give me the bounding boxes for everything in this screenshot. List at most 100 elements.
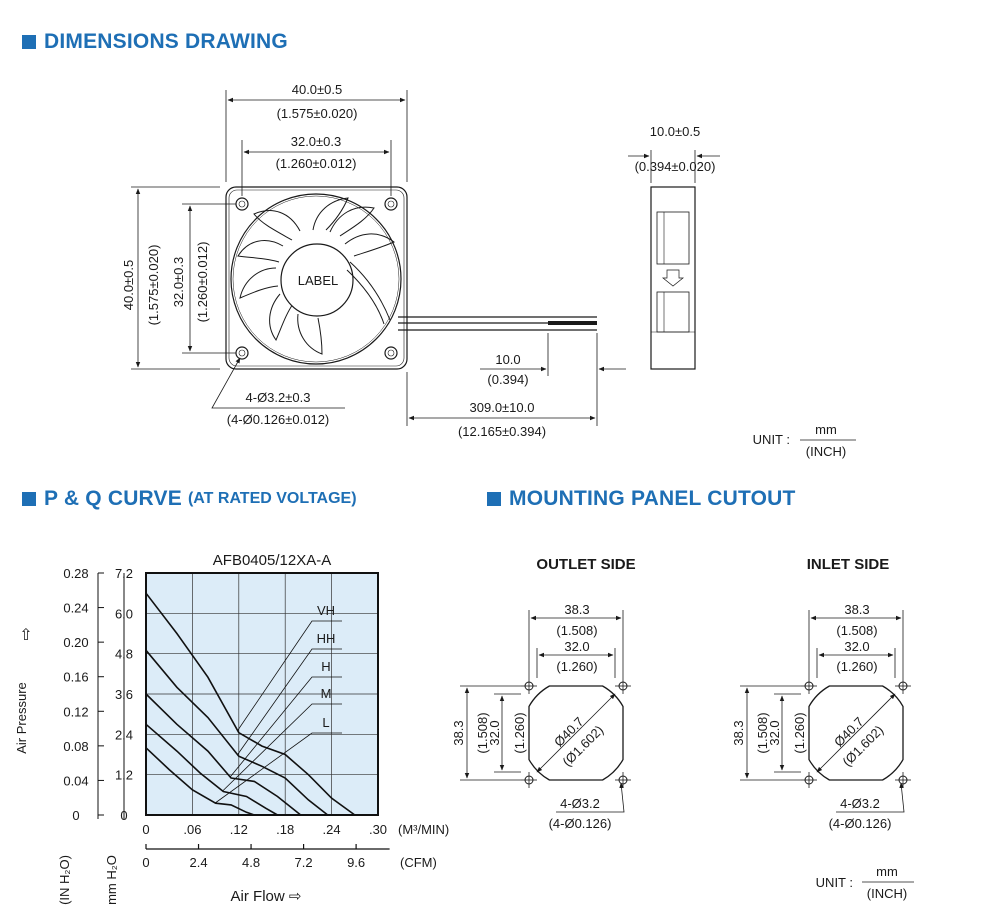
holes-label: 4-Ø3.2	[560, 796, 600, 811]
series-leader-line	[236, 620, 342, 732]
series-curve-hh	[145, 649, 329, 816]
height-inner-label: 32.0±0.3	[171, 257, 186, 308]
mount-hole-icon	[235, 197, 249, 211]
series-label-h: H	[321, 659, 330, 674]
series-curve-m	[145, 723, 278, 816]
heading-square-icon	[22, 492, 36, 506]
outer-dim-inch-label: (1.508)	[556, 623, 597, 638]
outlet-title: OUTLET SIDE	[536, 556, 635, 573]
x-tick-label: .30	[369, 822, 387, 837]
strip-inch-label: (0.394)	[487, 372, 528, 387]
series-label-vh: VH	[317, 603, 335, 618]
holes-label: 4-Ø3.2	[840, 796, 880, 811]
outer-dim-label: 38.3	[564, 602, 589, 617]
x2-unit-label: (CFM)	[400, 855, 437, 870]
y-in-tick-label: 0.08	[63, 739, 88, 754]
y-mm-tick-label: 6.0	[115, 606, 133, 621]
y-mm-tick-label: 3.6	[115, 687, 133, 702]
x2-tick-label: 2.4	[189, 855, 207, 870]
series-leader-line	[229, 676, 342, 778]
unit-inch-label: (INCH)	[806, 444, 846, 459]
pq-chart: AFB0405/12XA-A 0 .06 .12 .18 .24 .30 (M³/MIN) 0 2…	[14, 552, 449, 905]
cutout-contour	[528, 685, 624, 781]
depth-label: 10.0±0.5	[650, 124, 701, 139]
inlet-title: INLET SIDE	[807, 556, 890, 573]
unit-mm-label: mm	[815, 422, 837, 437]
y-mm-tick-label: 7.2	[115, 566, 133, 581]
x-tick-label: 0	[142, 822, 149, 837]
x-tick-label: .12	[230, 822, 248, 837]
inner-dim-label: 32.0	[844, 639, 869, 654]
inlet-cutout: 38.3(1.508)32.0(1.260)38.3(1.508)32.0(1.…	[731, 602, 911, 831]
inner-dim-inch-label: (1.260)	[836, 659, 877, 674]
holes-inch-label: (4-Ø0.126)	[549, 816, 612, 831]
fan-front-view	[225, 186, 597, 370]
y-mm-tick-label: 1.2	[115, 768, 133, 783]
y-in-tick-label: 0.04	[63, 773, 88, 788]
up-arrow-icon: ⇧	[19, 627, 32, 644]
outlet-cutout: 38.3(1.508)32.0(1.260)38.3(1.508)32.0(1.…	[451, 602, 631, 831]
series-curve-h	[145, 693, 302, 816]
holes-label: 4-Ø3.2±0.3	[246, 390, 311, 405]
lead-inch-label: (12.165±0.394)	[458, 424, 546, 439]
x-axis-label: Air Flow ⇨	[231, 888, 302, 905]
outer-vdim-label: 38.3	[731, 720, 746, 745]
height-outer-label: 40.0±0.5	[121, 260, 136, 311]
y2-unit-label: mm H₂O	[104, 855, 119, 905]
outer-dim-inch-label: (1.508)	[836, 623, 877, 638]
inner-dim-inch-label: (1.260)	[556, 659, 597, 674]
mount-hole-icon	[384, 197, 398, 211]
width-outer-inch-label: (1.575±0.020)	[277, 106, 358, 121]
inner-vdim-inch-label: (1.260)	[792, 712, 807, 753]
width-inner-label: 32.0±0.3	[291, 134, 342, 149]
inner-vdim-label: 32.0	[767, 720, 782, 745]
inner-dim-label: 32.0	[564, 639, 589, 654]
fan-venturi	[230, 193, 402, 365]
y-mm-tick-label: 4.8	[115, 647, 133, 662]
fan-frame	[225, 186, 408, 370]
mounting-heading: MOUNTING PANEL CUTOUT	[487, 487, 796, 511]
x2-tick-label: 7.2	[295, 855, 313, 870]
height-outer-inch-label: (1.575±0.020)	[146, 245, 161, 326]
inner-vdim-inch-label: (1.260)	[512, 712, 527, 753]
x-tick-label: .06	[183, 822, 201, 837]
x2-tick-label: 9.6	[347, 855, 365, 870]
height-inner-inch-label: (1.260±0.012)	[195, 242, 210, 323]
mount-hole-icon	[235, 346, 249, 360]
strip-label: 10.0	[495, 352, 520, 367]
y-in-tick-label: 0.24	[63, 601, 88, 616]
y-in-tick-label: 0.16	[63, 670, 88, 685]
y-in-tick-label: 0.28	[63, 566, 88, 581]
y-in-tick-label: 0	[72, 808, 79, 823]
series-leader-line	[236, 648, 342, 756]
series-label-l: L	[322, 715, 329, 730]
x-tick-label: .24	[323, 822, 341, 837]
width-outer-label: 40.0±0.5	[292, 82, 343, 97]
lead-label: 309.0±10.0	[470, 400, 535, 415]
outer-vdim-inch-label: (1.508)	[475, 712, 490, 753]
holes-inch-label: (4-Ø0.126)	[829, 816, 892, 831]
y-unit-label: (IN H₂O)	[57, 855, 72, 905]
fan-hub	[280, 243, 354, 317]
heading-square-icon	[22, 35, 36, 49]
heading-square-icon	[487, 492, 501, 506]
airflow-arrow-icon	[662, 269, 684, 287]
fan-blades	[237, 197, 395, 355]
width-inner-inch-label: (1.260±0.012)	[276, 156, 357, 171]
series-label-hh: HH	[317, 631, 336, 646]
x2-tick-label: 4.8	[242, 855, 260, 870]
x-tick-label: .18	[276, 822, 294, 837]
dimensions-heading: DIMENSIONS DRAWING	[22, 30, 288, 54]
chart-title: AFB0405/12XA-A	[213, 552, 331, 569]
depth-inch-label: (0.394±0.020)	[635, 159, 716, 174]
inner-vdim-label: 32.0	[487, 720, 502, 745]
y-in-tick-label: 0.12	[63, 704, 88, 719]
x-unit-label: (M³/MIN)	[398, 822, 449, 837]
outer-vdim-label: 38.3	[451, 720, 466, 745]
unit-mm-label-bottom: mm	[876, 864, 898, 879]
y-mm-tick-label: 0	[120, 808, 127, 823]
series-leader-line	[222, 703, 342, 792]
series-curve-vh	[145, 592, 356, 816]
y-axis-label: Air Pressure	[14, 682, 29, 754]
